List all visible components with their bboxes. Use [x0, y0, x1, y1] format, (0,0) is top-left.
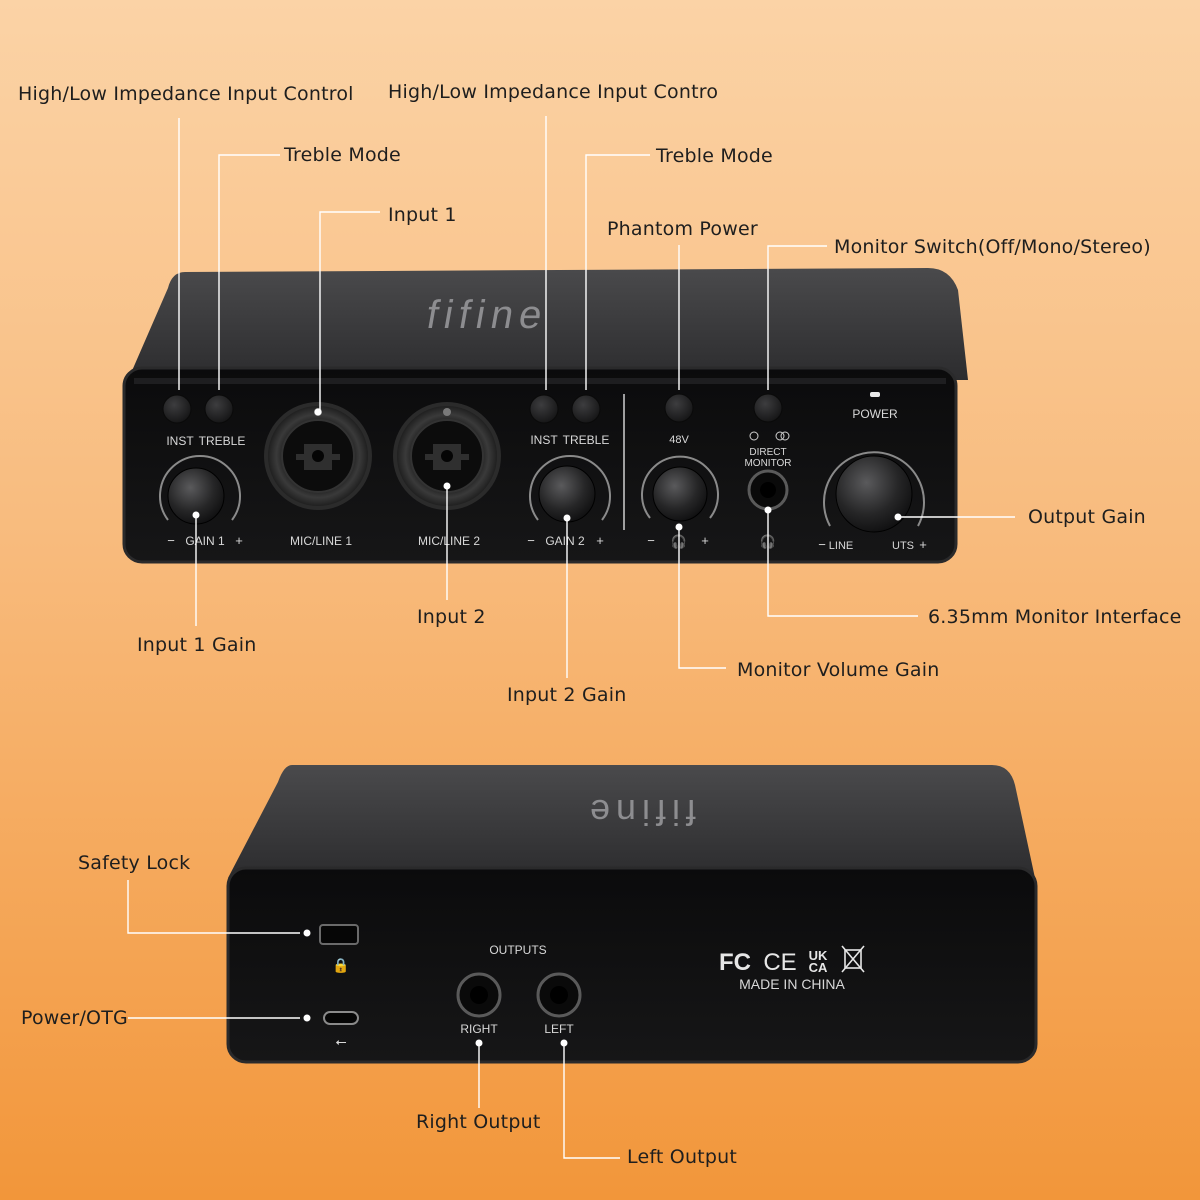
- power-led: [870, 392, 880, 397]
- callout-input-1-gain: Input 1 Gain: [137, 634, 257, 656]
- output-gain-knob[interactable]: [835, 455, 913, 533]
- monitor-volume-plus: +: [701, 533, 709, 548]
- line-outs-label-right: UTS: [892, 540, 914, 552]
- gain-1-label: GAIN 1: [185, 534, 225, 548]
- gain-1-scale: [159, 455, 241, 521]
- callout-output-gain: Output Gain: [1028, 506, 1146, 528]
- mono-indicator-icon: [749, 431, 759, 441]
- line-outs-plus: +: [919, 537, 927, 552]
- brand-logo: fifine: [423, 292, 551, 337]
- ukca-mark-bottom: CA: [809, 960, 828, 975]
- monitor-volume-knob[interactable]: [652, 466, 708, 522]
- callout-input-2: Input 2: [417, 606, 486, 628]
- callout-impedance-1: High/Low Impedance Input Control: [18, 83, 354, 105]
- safety-lock-slot[interactable]: [319, 924, 359, 945]
- weee-bin-icon: [841, 945, 865, 973]
- power-label: POWER: [852, 407, 898, 421]
- rear-panel: [226, 866, 1038, 1064]
- line-outs-minus: −: [818, 537, 826, 552]
- callout-monitor-switch: Monitor Switch(Off/Mono/Stereo): [834, 236, 1151, 258]
- callout-power-otg: Power/OTG: [21, 1007, 128, 1029]
- callout-leaders: [127, 116, 1015, 1159]
- phantom-power-label: 48V: [669, 434, 689, 446]
- direct-monitor-button[interactable]: [753, 393, 783, 423]
- output-gain-scale: [823, 451, 925, 527]
- callout-input-1: Input 1: [388, 204, 457, 226]
- callout-dots: [192, 408, 902, 1047]
- inst-button-1[interactable]: [162, 394, 192, 424]
- line-outs-label-left: LINE: [829, 540, 853, 552]
- callout-treble-1: Treble Mode: [284, 144, 401, 166]
- callout-treble-2: Treble Mode: [656, 145, 773, 167]
- direct-monitor-label-2: MONITOR: [744, 458, 791, 469]
- gain-2-minus: −: [527, 533, 535, 548]
- callout-impedance-2: High/Low Impedance Input Contro: [388, 81, 719, 103]
- treble-button-2[interactable]: [571, 394, 601, 424]
- mic-line-2-label: MIC/LINE 2: [418, 534, 480, 548]
- callout-monitor-volume-gain: Monitor Volume Gain: [737, 659, 940, 681]
- rear-unit: fifine 🔒 ⭠ OUTPUTS RIGHT LEFT FC CE UK C…: [226, 765, 1038, 1064]
- gain-1-plus: +: [235, 533, 243, 548]
- made-in-label: MADE IN CHINA: [739, 976, 845, 992]
- gain-1-minus: −: [167, 533, 175, 548]
- front-unit: fifine INST TREBLE − GAIN 1 + MIC/LINE 1…: [122, 268, 968, 564]
- treble-label-2: TREBLE: [563, 433, 610, 447]
- callout-left-output: Left Output: [627, 1146, 737, 1168]
- inst-label-1: INST: [166, 434, 194, 448]
- lock-icon: 🔒: [332, 957, 349, 974]
- outputs-label: OUTPUTS: [489, 943, 546, 957]
- gain-2-scale: [529, 455, 611, 521]
- monitor-volume-minus: −: [647, 533, 655, 548]
- callout-safety-lock: Safety Lock: [78, 852, 191, 874]
- stereo-indicator-icon: [775, 431, 785, 441]
- inst-button-2[interactable]: [529, 394, 559, 424]
- usb-c-port[interactable]: [323, 1011, 359, 1025]
- ce-mark: CE: [763, 949, 796, 976]
- callout-phantom-power: Phantom Power: [607, 218, 758, 240]
- brand-logo-rear: fifine: [584, 792, 696, 833]
- inst-label-2: INST: [530, 433, 558, 447]
- usb-icon: ⭠: [335, 1033, 346, 1049]
- callout-input-2-gain: Input 2 Gain: [507, 684, 627, 706]
- gain-2-knob[interactable]: [538, 465, 596, 523]
- rear-unit-top: [228, 765, 1035, 878]
- monitor-volume-scale: [641, 455, 719, 519]
- phantom-power-button[interactable]: [664, 393, 694, 423]
- direct-monitor-label-1: DIRECT: [749, 447, 786, 458]
- callout-right-output: Right Output: [416, 1111, 541, 1133]
- gain-2-label: GAIN 2: [545, 534, 585, 548]
- left-label: LEFT: [544, 1022, 574, 1036]
- mic-line-1-label: MIC/LINE 1: [290, 534, 352, 548]
- treble-button-1[interactable]: [204, 394, 234, 424]
- callout-monitor-interface: 6.35mm Monitor Interface: [928, 606, 1182, 628]
- right-label: RIGHT: [460, 1022, 498, 1036]
- treble-label-1: TREBLE: [199, 434, 246, 448]
- fc-mark: FC: [719, 949, 751, 976]
- ukca-mark-top: UK: [809, 948, 828, 963]
- gain-2-plus: +: [596, 533, 604, 548]
- front-unit-top: [128, 268, 968, 380]
